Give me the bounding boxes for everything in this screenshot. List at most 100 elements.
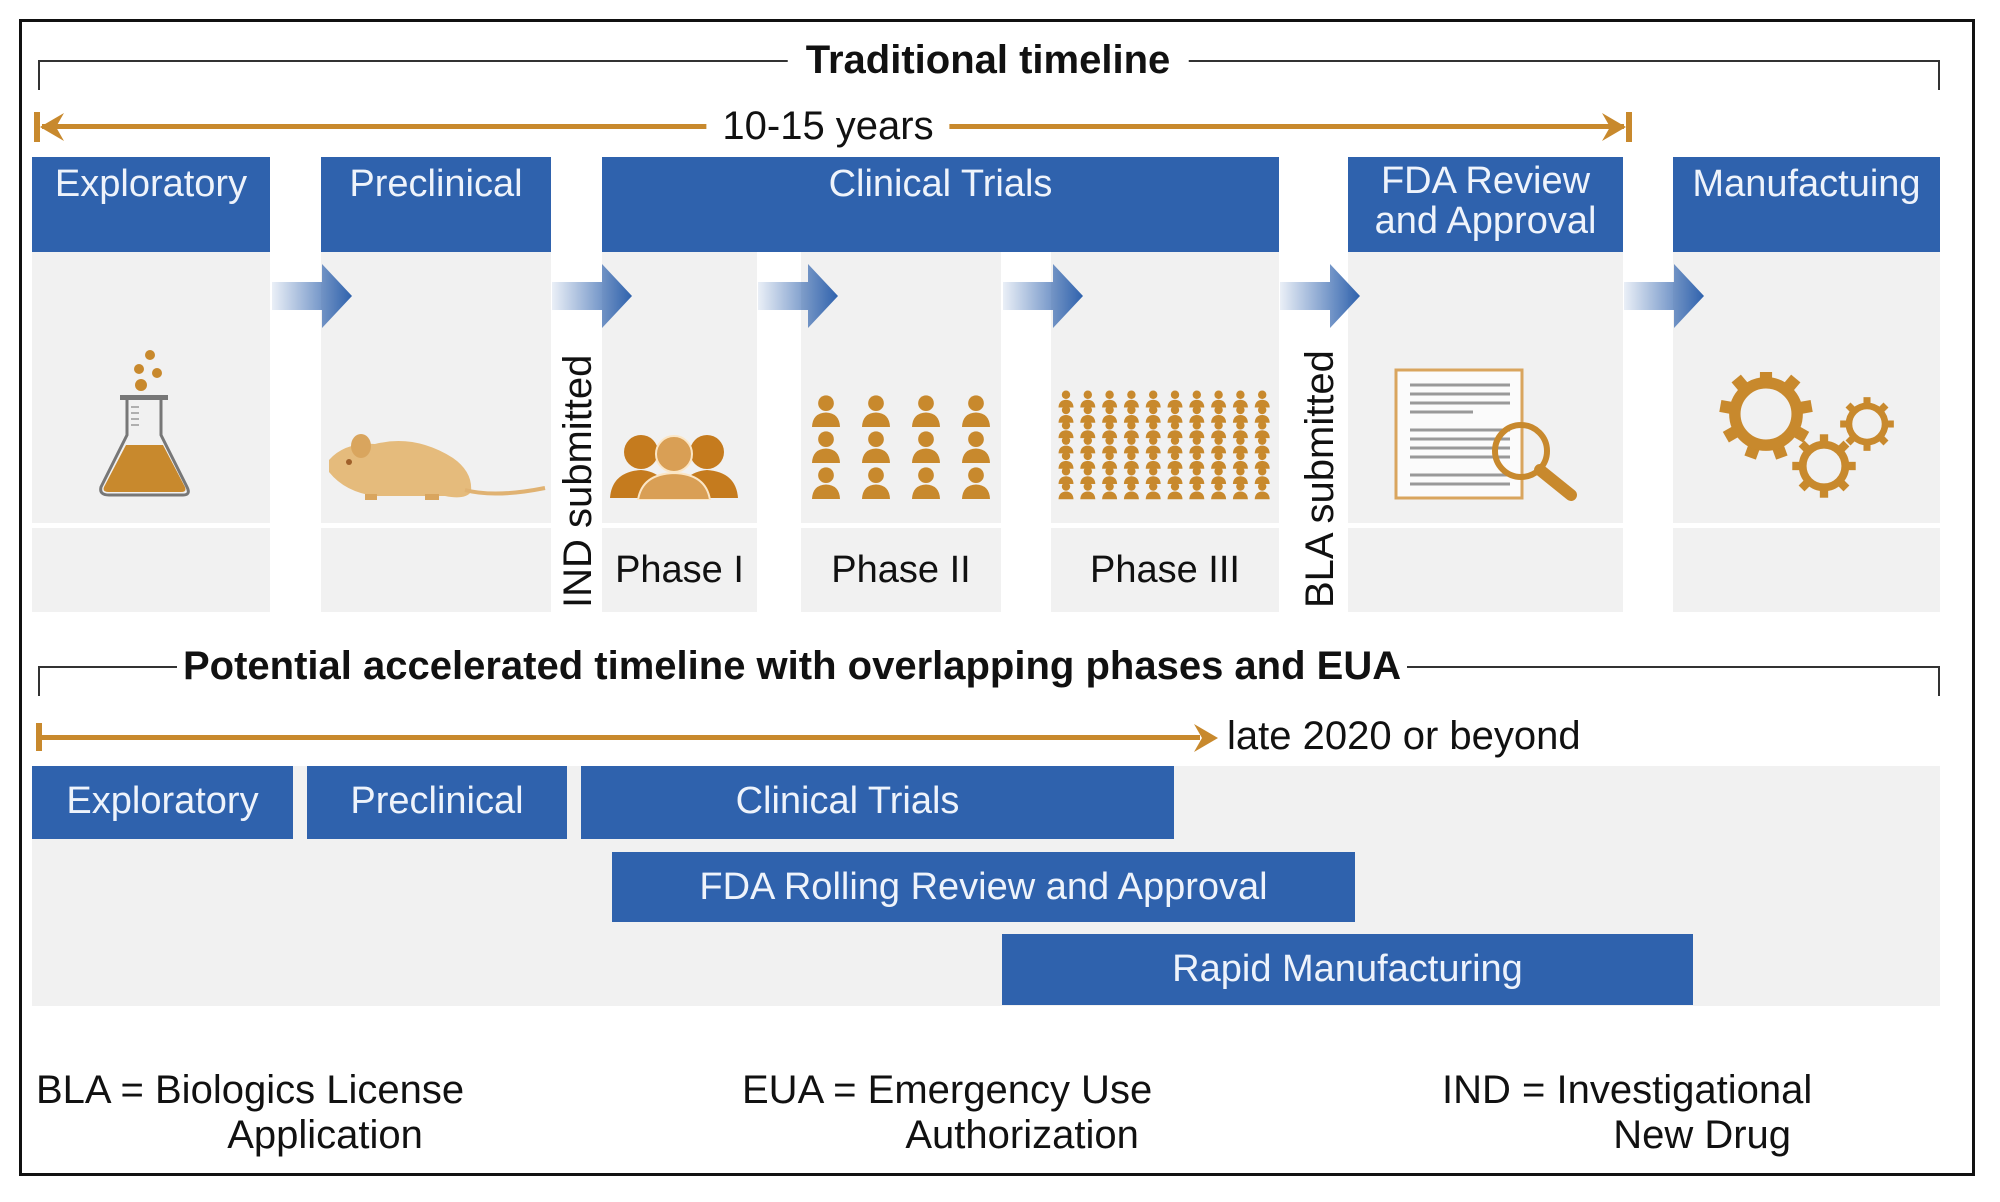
person-icon — [1102, 390, 1118, 408]
person-icon — [1123, 482, 1139, 500]
gears-icon — [1719, 372, 1894, 498]
person-icon — [1189, 421, 1205, 439]
person-icon — [1189, 390, 1205, 408]
person-icon — [1211, 436, 1227, 454]
legend-ind-line1: Investigational — [1556, 1068, 1813, 1112]
person-icon — [1211, 467, 1227, 484]
flask-icon — [99, 350, 190, 497]
person-icon — [1102, 421, 1118, 439]
person-icon — [1080, 451, 1096, 469]
traditional-title: Traditional timeline — [787, 38, 1189, 82]
person-icon — [862, 467, 890, 499]
person-icon — [1232, 405, 1248, 423]
accel-bar-preclinical: Preclinical — [307, 766, 567, 839]
legend-bla-line2: Application — [227, 1113, 423, 1157]
person-icon — [1145, 482, 1161, 500]
person-icon — [1232, 482, 1248, 500]
legend-bla-line1: Biologics License — [155, 1068, 465, 1112]
small-group-icon — [610, 435, 738, 500]
legend-ind-line2: New Drug — [1613, 1113, 1792, 1157]
person-icon — [812, 395, 840, 427]
person-icon — [1189, 436, 1205, 454]
legend-bla-abbr: BLA = — [36, 1068, 144, 1112]
person-icon — [1123, 390, 1139, 408]
person-icon — [1058, 390, 1074, 408]
accelerated-span-start-tick — [36, 723, 42, 751]
person-icon — [1080, 390, 1096, 408]
stage-preclinical: Preclinical — [321, 157, 551, 252]
person-icon — [1167, 482, 1183, 500]
legend-eua-line1: Emergency Use — [867, 1068, 1153, 1112]
accelerated-end-label: late 2020 or beyond — [1227, 714, 1581, 758]
person-icon — [812, 431, 840, 463]
person-icon — [1254, 390, 1270, 408]
people-grid-10x7-icon — [1058, 390, 1270, 500]
span-end-arrow-icon — [1602, 112, 1632, 142]
phase-3-label: Phase III — [1051, 528, 1279, 612]
person-icon — [1080, 421, 1096, 439]
label-cell-manufacturing — [1673, 528, 1940, 612]
person-icon — [1232, 421, 1248, 439]
person-icon — [1058, 421, 1074, 439]
person-icon — [862, 395, 890, 427]
person-icon — [1123, 467, 1139, 484]
person-icon — [1123, 405, 1139, 423]
person-icon — [1254, 482, 1270, 500]
person-icon — [1211, 482, 1227, 500]
gear-icon — [1792, 434, 1856, 498]
person-icon — [1058, 436, 1074, 454]
person-icon — [1102, 467, 1118, 484]
person-icon — [1102, 451, 1118, 469]
person-icon — [1058, 405, 1074, 423]
accelerated-span-line — [40, 735, 1200, 740]
person-icon — [1189, 482, 1205, 500]
person-icon — [1145, 436, 1161, 454]
stage-clinical-trials: Clinical Trials — [602, 157, 1279, 252]
person-icon — [1123, 421, 1139, 439]
document-magnifier-icon — [1394, 368, 1577, 501]
person-icon — [1232, 436, 1248, 454]
person-icon — [1211, 405, 1227, 423]
person-icon — [1167, 451, 1183, 469]
person-icon — [812, 467, 840, 499]
person-icon — [1145, 421, 1161, 439]
accel-bar-rapid-manufacturing: Rapid Manufacturing — [1002, 934, 1693, 1005]
person-icon — [1211, 421, 1227, 439]
accel-bar-fda-rolling-review: FDA Rolling Review and Approval — [612, 852, 1355, 922]
legend-eua: EUA = Emergency Use Authorization — [742, 1068, 1152, 1158]
person-icon — [1058, 482, 1074, 500]
accel-bar-exploratory: Exploratory — [32, 766, 293, 839]
span-start-arrow-icon — [34, 112, 64, 142]
person-icon — [1058, 451, 1074, 469]
legend-eua-line2: Authorization — [905, 1113, 1139, 1157]
flow-arrow-icon — [552, 264, 632, 328]
ind-submitted-label: IND submitted — [556, 354, 600, 608]
person-icon — [1189, 451, 1205, 469]
legend-bla: BLA = Biologics License Application — [36, 1068, 464, 1158]
legend-ind: IND = Investigational New Drug — [1442, 1068, 1812, 1158]
legend-ind-abbr: IND = — [1442, 1068, 1546, 1112]
person-icon — [962, 395, 990, 427]
accelerated-span-end-arrow-icon — [1194, 724, 1218, 752]
person-icon — [1211, 451, 1227, 469]
person-icon — [1102, 482, 1118, 500]
figure-frame — [19, 19, 1975, 1176]
person-icon — [1189, 467, 1205, 484]
person-icon — [1167, 390, 1183, 408]
person-icon — [1058, 467, 1074, 484]
people-grid-4x3-icon — [812, 395, 990, 499]
person-icon — [1232, 451, 1248, 469]
person-icon — [1167, 467, 1183, 484]
person-icon — [862, 431, 890, 463]
traditional-duration-label: 10-15 years — [706, 104, 950, 148]
person-icon — [1145, 451, 1161, 469]
stage-exploratory: Exploratory — [32, 157, 270, 252]
person-icon — [1145, 390, 1161, 408]
person-icon — [1145, 405, 1161, 423]
person-icon — [1167, 405, 1183, 423]
label-cell-preclinical — [321, 528, 551, 612]
label-cell-fda — [1348, 528, 1623, 612]
label-cell-exploratory — [32, 528, 270, 612]
accelerated-title: Potential accelerated timeline with over… — [177, 644, 1408, 688]
person-icon — [1254, 451, 1270, 469]
